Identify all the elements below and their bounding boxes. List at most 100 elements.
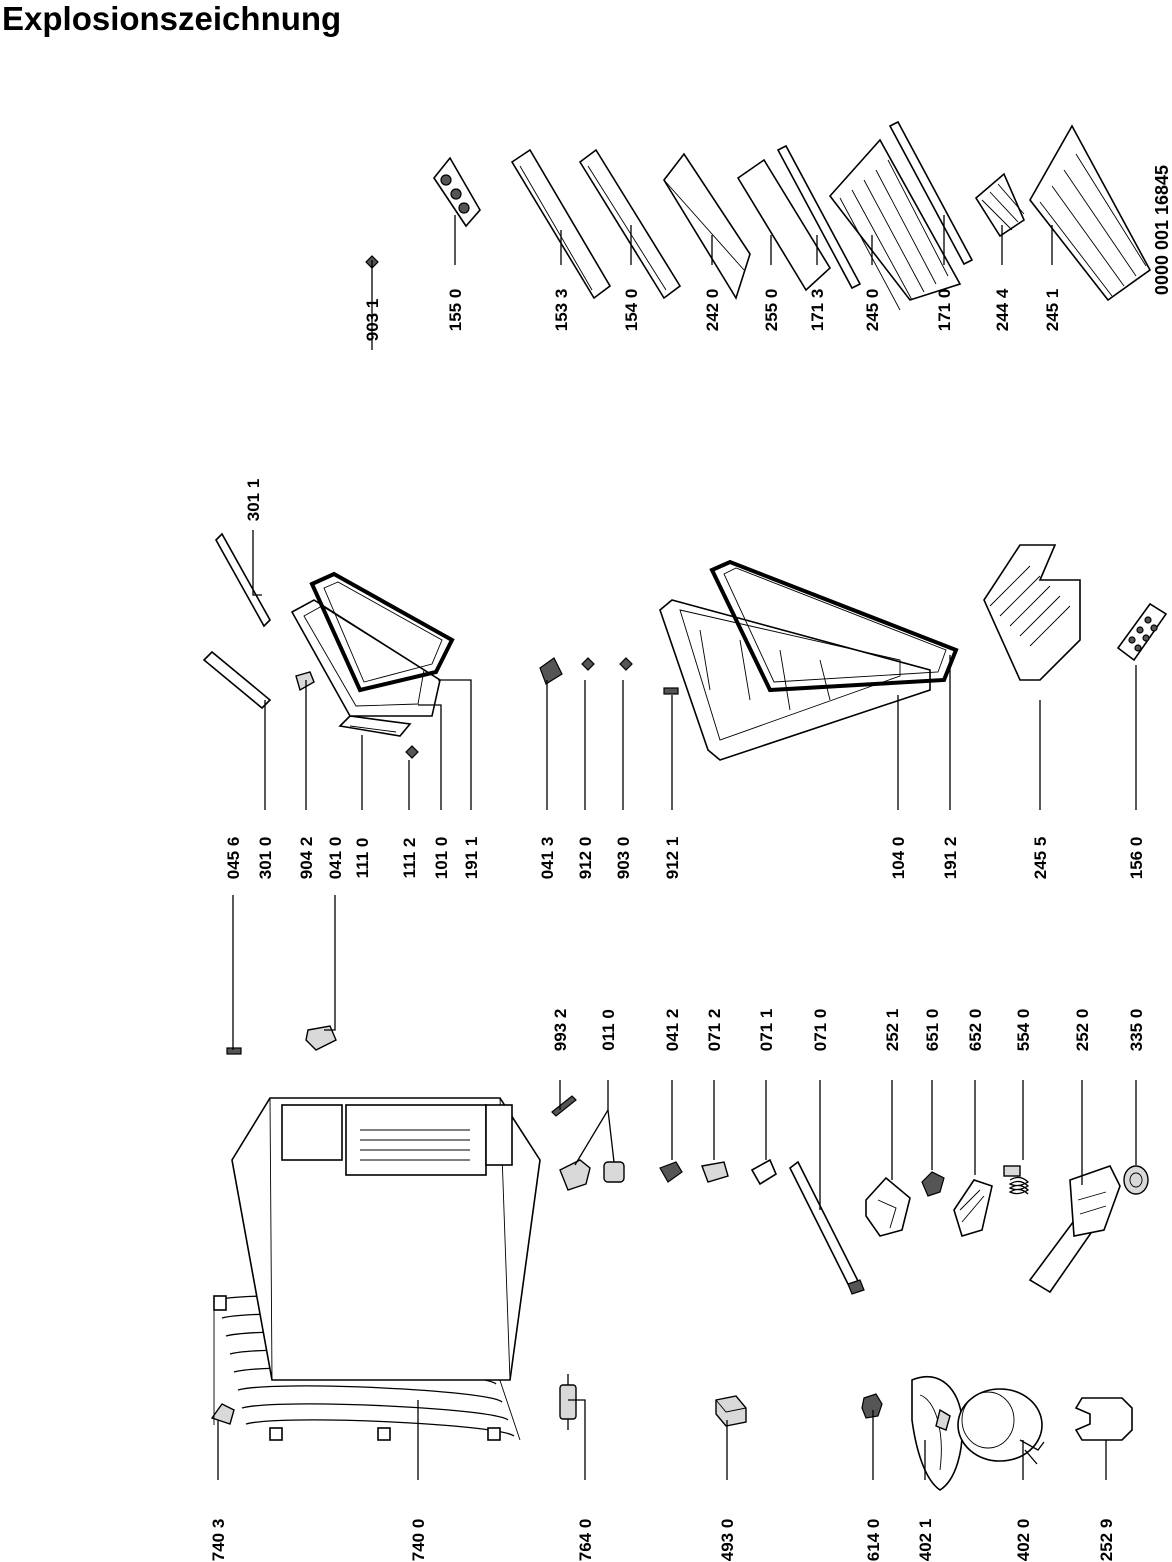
part-155-0-tray [433,156,481,228]
part-252-0-switch-housing [1028,1165,1121,1294]
part-label: 301 0 [256,837,275,880]
part-drawings [202,120,1168,1491]
part-label: 242 0 [703,289,722,332]
part-244-4-small-shelf [974,172,1026,238]
part-label: 252 0 [1073,1009,1092,1052]
part-label: 153 3 [552,289,571,332]
part-label: 764 0 [576,1519,595,1562]
part-245-0-wire-shelf [828,138,962,311]
part-301-0-bar [202,650,272,710]
part-label: 493 0 [718,1519,737,1562]
part-label: 071 1 [757,1009,776,1052]
part-label: 041 0 [326,837,345,880]
part-740-3-clip [210,1403,235,1425]
leader-line [324,895,336,1031]
part-041-0-bracket [305,1025,337,1051]
part-label: 245 0 [863,289,882,332]
part-label: 651 0 [923,1009,942,1052]
part-912-1-screw [663,687,679,695]
part-labels: 740 3 740 0 764 0 493 0 614 0 402 1 402 0 252 9… [209,288,1146,1561]
part-904-2-knob [295,671,315,692]
part-903-0-screw [619,657,633,671]
part-111-0-handle [338,715,412,737]
part-label: 740 0 [409,1519,428,1562]
part-402-0-compressor [957,1388,1045,1465]
part-912-0-screw [581,657,595,671]
part-label: 156 0 [1127,837,1146,880]
part-label: 740 3 [209,1519,228,1562]
part-label: 041 3 [538,837,557,880]
part-label: 252 9 [1097,1519,1116,1562]
document-number: 0000 001 16845 [1152,165,1172,295]
part-cabinet-liner [231,1097,541,1381]
part-label: 301 1 [244,479,263,522]
part-153-3-door-shelf [510,148,612,300]
part-252-9-bracket [1074,1397,1133,1441]
part-label: 045 6 [224,837,243,880]
part-614-0-clip [861,1393,883,1419]
part-111-2-screw [405,745,419,759]
part-label: 614 0 [864,1519,883,1562]
part-label: 912 1 [663,837,682,880]
part-045-6-pin [226,1047,242,1055]
part-label: 191 1 [462,837,481,880]
part-label: 402 0 [1014,1519,1033,1562]
part-335-0-knob [1123,1165,1149,1195]
part-label: 245 5 [1031,837,1050,880]
leader-line [568,1399,586,1480]
part-label: 111 2 [400,838,419,879]
part-label: 993 2 [551,1009,570,1052]
leader-line [418,704,442,810]
part-label: 652 0 [966,1009,985,1052]
part-label: 191 2 [941,837,960,880]
part-071-1-clip [750,1158,778,1186]
leader-lines [217,215,1137,1480]
part-label: 903 0 [614,837,633,880]
part-label: 171 0 [935,289,954,332]
part-label: 554 0 [1014,1009,1033,1052]
part-156-0-egg-tray [1116,602,1168,662]
part-label: 104 0 [889,837,908,880]
part-041-2-clip [659,1161,683,1183]
part-label: 011 0 [599,1009,618,1051]
part-label: 245 1 [1043,289,1062,332]
part-402-1-base-plate [911,1375,964,1491]
part-242-0-crisper [663,152,751,300]
leader-line [438,679,472,810]
part-493-0-relay [715,1395,747,1427]
part-652-0-lamp-holder [953,1179,993,1237]
part-label: 071 0 [811,1009,830,1052]
part-104-0-main-door [659,599,931,761]
part-764-0-dryer [559,1374,577,1430]
part-label: 171 3 [808,289,827,332]
part-191-1-freezer-gasket [309,571,455,693]
part-label: 101 0 [432,837,451,880]
part-245-5-basket [983,544,1081,681]
part-651-0-lamp [921,1171,945,1197]
part-label: 071 2 [705,1009,724,1052]
part-554-0-spring [1003,1165,1030,1195]
part-label: 335 0 [1127,1009,1146,1052]
part-label: 904 2 [297,837,316,880]
part-993-2-probe [551,1095,577,1117]
part-label: 244 4 [993,288,1012,331]
part-label: 252 1 [883,1009,902,1052]
part-171-3-strip [776,144,862,290]
part-154-0-door-shelf [578,148,682,300]
part-071-0-strip [788,1160,865,1295]
part-label: 041 2 [663,1009,682,1052]
part-011-0-thermostat [559,1109,625,1191]
part-label: 155 0 [446,289,465,332]
part-171-0-strip [888,120,974,266]
part-245-1-wire-shelf [1029,124,1152,302]
part-255-0-glass-plate [736,158,832,292]
part-label: 903 1 [363,299,382,342]
part-label: 402 1 [916,1519,935,1562]
part-label: 154 0 [622,289,641,332]
part-101-0-freezer-door [290,599,441,717]
part-label: 255 0 [762,289,781,332]
part-label: 111 0 [353,838,372,879]
part-071-2-clip [701,1161,729,1183]
part-label: 912 0 [576,837,595,880]
